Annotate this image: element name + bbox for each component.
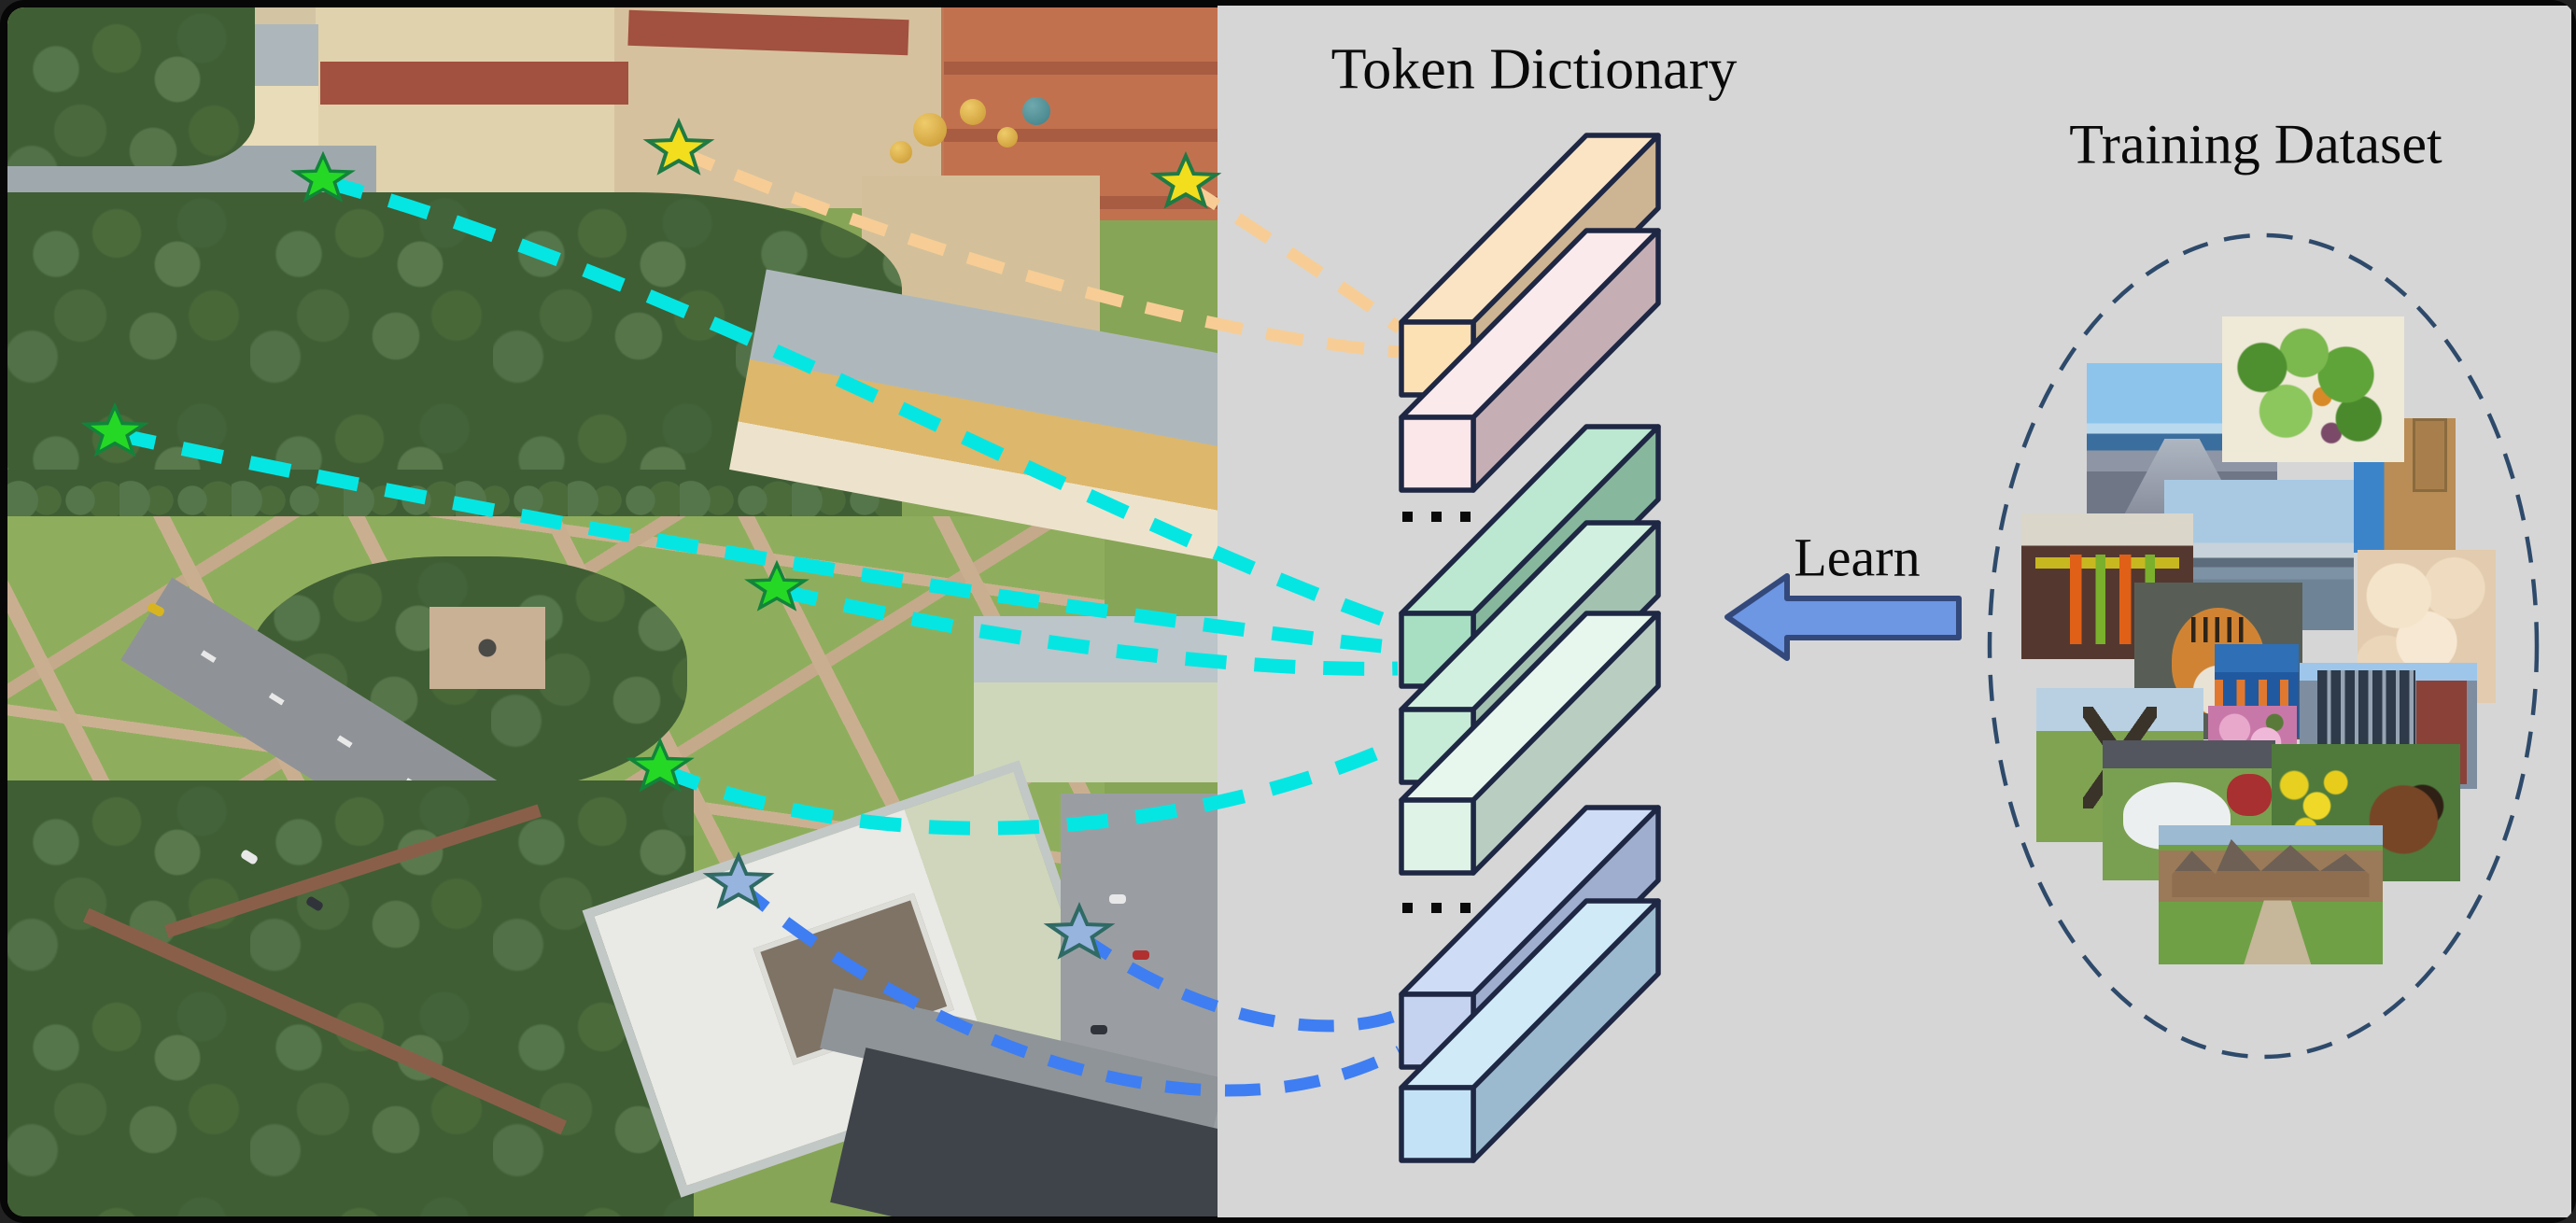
photo-car xyxy=(1133,950,1149,960)
church-dome-icon xyxy=(890,141,912,163)
photo-monument-square xyxy=(429,607,545,689)
photo-car xyxy=(1091,1025,1107,1034)
token-dictionary-title: Token Dictionary xyxy=(1330,37,1738,102)
photo-garden-path xyxy=(82,907,568,1135)
photo-trees xyxy=(7,7,255,166)
church-dome-icon xyxy=(960,99,986,125)
training-dataset-title: Training Dataset xyxy=(2069,113,2442,176)
photo-trees xyxy=(7,780,694,1216)
church-dome-icon xyxy=(913,113,947,147)
photo-theater-building xyxy=(974,616,1218,782)
church-dome-icon xyxy=(1022,97,1050,125)
aerial-photo xyxy=(7,7,1218,1216)
photo-car xyxy=(1109,894,1126,904)
photo-garden-path xyxy=(164,804,542,938)
dataset-image-salad xyxy=(2222,316,2404,462)
learn-label: Learn xyxy=(1794,527,1921,588)
church-dome-icon xyxy=(997,127,1018,148)
photo-roof xyxy=(320,62,628,105)
dataset-image-cottage xyxy=(2159,825,2383,964)
